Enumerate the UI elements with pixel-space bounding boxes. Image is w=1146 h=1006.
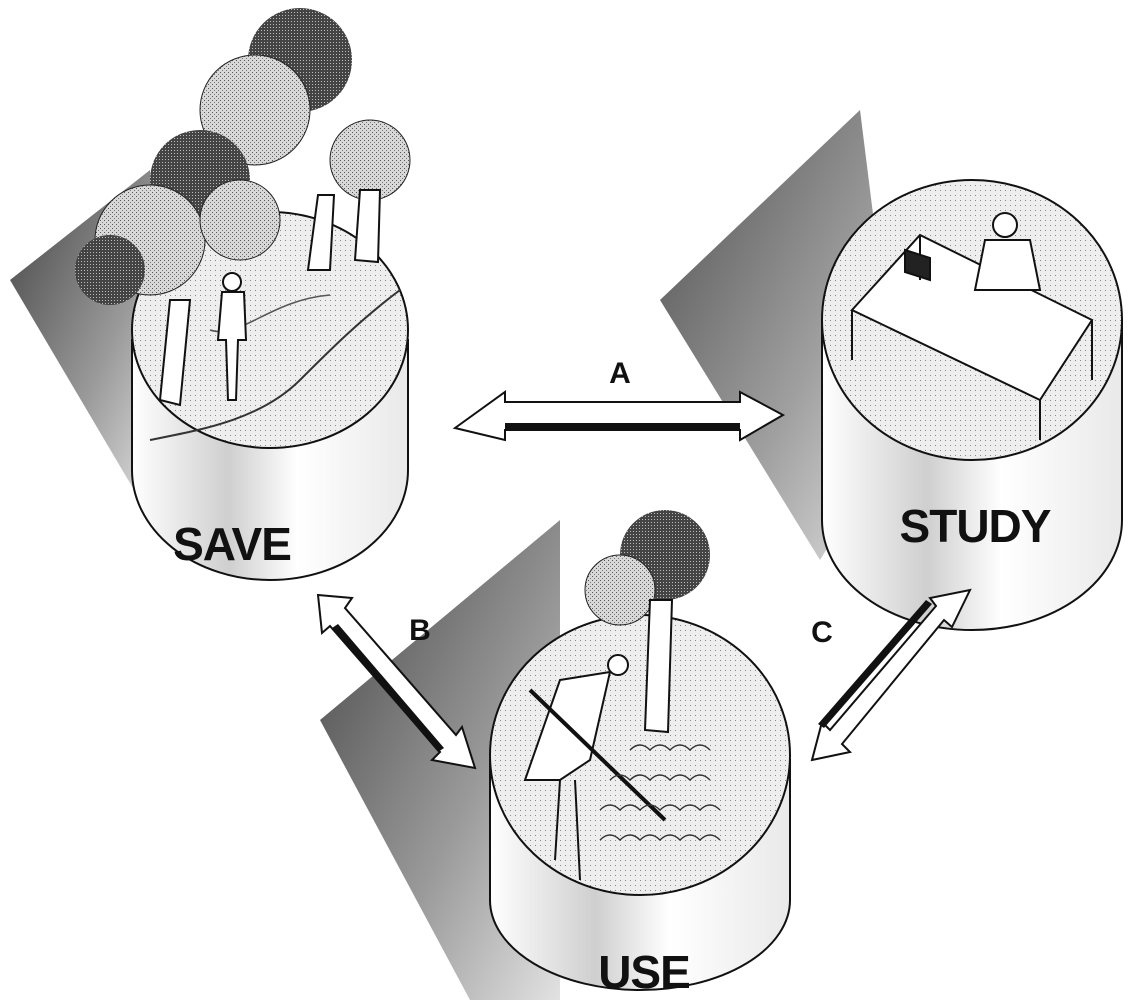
use-label: USE	[598, 946, 690, 998]
arrow-b-label: B	[409, 614, 431, 647]
arrow-c: C	[811, 590, 970, 760]
arrow-c-label: C	[811, 616, 833, 649]
save-node: SAVE	[10, 8, 410, 580]
arrow-c-shape	[812, 590, 970, 760]
study-node: STUDY	[660, 110, 1122, 630]
study-label: STUDY	[900, 500, 1051, 552]
arrow-a-label: A	[609, 357, 631, 390]
save-label: SAVE	[173, 518, 291, 570]
use-node: USE	[320, 510, 790, 1000]
